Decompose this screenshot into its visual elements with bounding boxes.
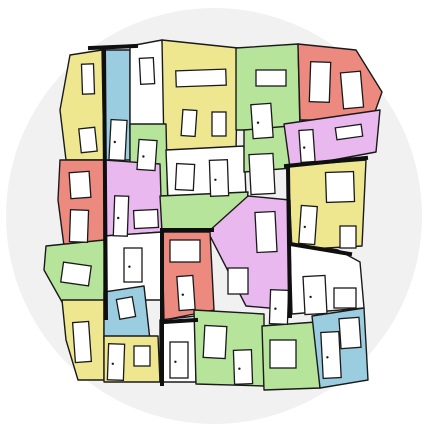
window	[60, 261, 92, 287]
door-knob	[303, 225, 306, 229]
door-knob	[274, 307, 277, 310]
door-knob	[238, 367, 241, 370]
beam-top-horizontal	[87, 43, 139, 51]
window	[71, 320, 93, 364]
beam-lower-horizontal	[161, 317, 199, 325]
window	[255, 69, 287, 87]
window	[180, 108, 198, 138]
window	[339, 70, 365, 110]
door	[298, 128, 316, 164]
door-knob	[181, 293, 184, 296]
door	[106, 343, 126, 381]
door-knob	[256, 121, 260, 124]
window	[68, 209, 90, 243]
door	[320, 330, 342, 380]
window	[339, 225, 357, 249]
door	[169, 341, 189, 379]
window	[115, 296, 137, 320]
door	[298, 204, 318, 246]
door	[176, 274, 196, 312]
door-knob	[174, 360, 177, 363]
window	[80, 63, 96, 95]
window	[254, 210, 278, 254]
window	[338, 316, 362, 350]
window	[308, 60, 332, 104]
door-knob	[214, 178, 217, 181]
house-white-top	[129, 39, 167, 131]
window	[133, 345, 151, 367]
door-knob	[111, 362, 115, 365]
door-knob	[113, 140, 117, 144]
door-knob	[117, 216, 120, 220]
door	[108, 118, 128, 162]
door	[123, 247, 143, 283]
window	[248, 152, 276, 196]
door-knob	[142, 155, 145, 158]
window	[78, 126, 98, 154]
beam-right-top-horizontal	[283, 155, 369, 169]
door	[232, 349, 254, 385]
door-knob	[309, 295, 312, 299]
window	[68, 170, 92, 200]
window	[324, 170, 356, 204]
window	[269, 339, 297, 369]
window	[169, 239, 201, 263]
window	[202, 324, 228, 360]
beam-right-mid-horizontal	[287, 241, 353, 257]
window	[333, 287, 357, 309]
window	[132, 208, 160, 230]
window	[211, 111, 227, 137]
door	[136, 138, 158, 172]
door	[268, 289, 290, 325]
window	[174, 162, 196, 192]
door-knob	[128, 265, 131, 268]
window	[175, 68, 227, 88]
door	[112, 195, 130, 237]
door-knob	[326, 356, 329, 359]
door	[208, 159, 230, 197]
window	[227, 267, 249, 295]
window	[334, 123, 364, 141]
window	[138, 56, 156, 86]
door-knob	[303, 146, 306, 149]
door	[302, 274, 328, 316]
door	[250, 102, 274, 140]
beam-left-vertical	[101, 45, 109, 321]
